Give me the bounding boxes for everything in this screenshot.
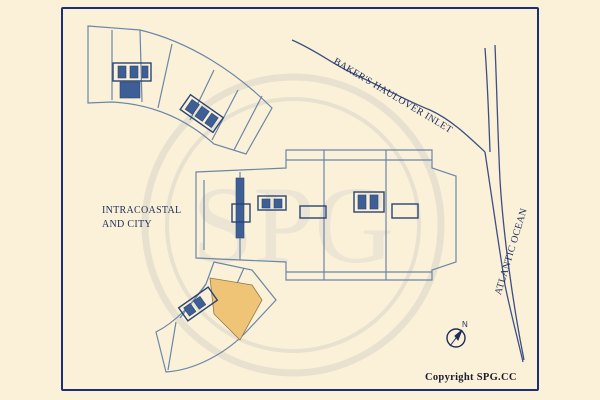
intracoastal-label: INTRACOASTAL AND CITY	[102, 205, 182, 230]
elevator-cores	[112, 62, 419, 322]
coastline	[291, 39, 525, 363]
compass-north-label: N	[462, 320, 468, 329]
highlighted-unit[interactable]	[209, 277, 263, 341]
building-footprint	[87, 25, 457, 373]
watermark-text: SPG	[192, 164, 394, 286]
compass-icon	[446, 328, 466, 348]
copyright-text: Copyright SPG.CC	[425, 372, 517, 383]
spg-watermark: SPG	[141, 73, 445, 377]
